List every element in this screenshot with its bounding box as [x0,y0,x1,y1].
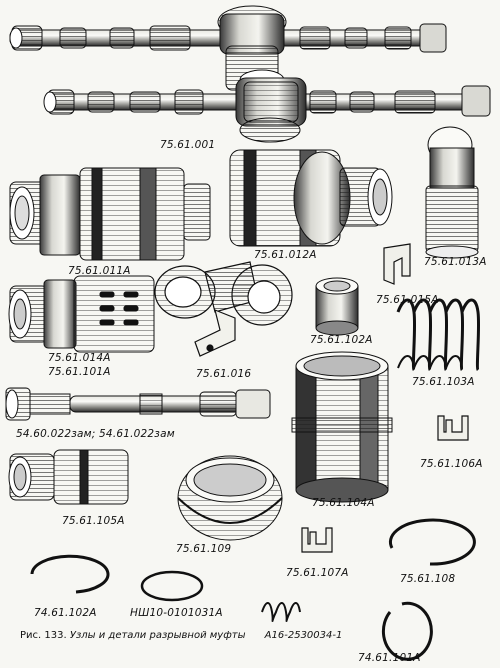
label-75-61-013a: 75.61.013А [424,256,487,268]
part-75-61-015a [383,243,411,285]
part-nsh10-ring [140,570,204,602]
label-75-61-106a: 75.61.106А [420,458,483,470]
label-75-61-104a: 75.61.104А [312,497,375,509]
label-74-61-101a: 74.61.101А [358,652,421,664]
part-75-61-011a [9,167,211,261]
part-75-61-102a [315,277,359,336]
assembly-75-61-001 [9,5,491,143]
part-75-61-013a [425,126,479,259]
part-75-61-109 [177,455,283,541]
label-75-61-107a: 75.61.107А [286,567,349,579]
part-75-61-104a [291,351,393,503]
figure-caption: Рис. 133. Узлы и детали разрывной муфты … [20,630,342,641]
part-74-61-102a [30,554,110,594]
part-75-61-108 [388,518,476,566]
part-a16-spring [261,602,301,622]
label-75-61-108: 75.61.108 [400,573,456,585]
part-54-60-022 [5,387,271,421]
label-75-61-101a: 75.61.101А [48,366,111,378]
caption-text: Узлы и детали разрывной муфты [69,630,246,641]
label-75-61-011a: 75.61.011А [68,265,131,277]
part-75-61-103a [396,298,481,372]
part-75-61-016 [154,261,293,357]
part-75-61-107a [301,527,333,553]
caption-code: А16-2530034-1 [264,630,343,641]
label-75-61-014a: 75.61.014А [48,352,111,364]
label-nsh10: НШ10-0101031А [130,607,223,619]
part-75-61-106a [437,415,469,441]
label-75-61-001: 75.61.001 [160,139,216,151]
label-75-61-109: 75.61.109 [176,543,232,555]
label-75-61-105a: 75.61.105А [62,515,125,527]
label-54-60-022: 54.60.022зам; 54.61.022зам [16,428,175,440]
label-75-61-012a: 75.61.012А [254,249,317,261]
part-74-61-101a [381,601,433,661]
caption-prefix: Рис. 133. [20,630,67,641]
label-75-61-015a: 75.61.015А [376,294,439,306]
label-74-61-102a: 74.61.102А [34,607,97,619]
part-75-61-014a [8,275,155,353]
label-75-61-102a: 75.61.102А [310,334,373,346]
label-75-61-016: 75.61.016 [196,368,252,380]
part-75-61-105a [8,449,129,505]
part-75-61-012a [229,149,393,247]
label-75-61-103a: 75.61.103А [412,376,475,388]
